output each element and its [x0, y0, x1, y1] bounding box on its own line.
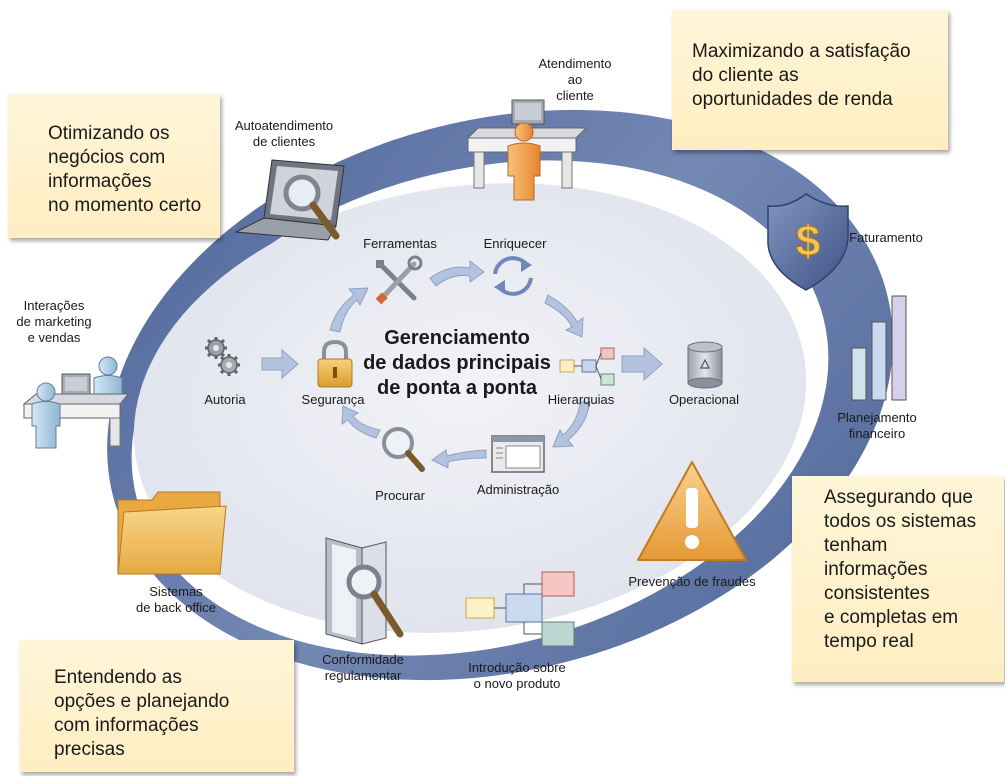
label-administracao: Administração — [476, 482, 560, 497]
label-introducao: Introdução sobre o novo produto — [468, 660, 566, 691]
shield-dollar-icon: $ — [767, 193, 849, 291]
folder-icon — [117, 491, 227, 575]
tools-icon — [375, 255, 423, 305]
label-atendimento: Atendimento ao cliente — [538, 56, 612, 103]
binder-icon — [325, 537, 404, 645]
refresh-icon — [493, 256, 533, 296]
note-bottom-right: Assegurando que todos os sistemas tenham… — [792, 476, 1004, 682]
center-title: Gerenciamento de dados principais de pon… — [363, 327, 551, 399]
label-interacoes: Interações de marketing e vendas — [16, 298, 92, 345]
database-icon — [687, 341, 723, 389]
note-bottom-left: Entendendo as opções e planejando com in… — [20, 640, 294, 772]
magnifier-icon — [382, 427, 425, 472]
sales-interaction-icon — [22, 356, 130, 449]
label-autoria: Autoria — [204, 392, 246, 407]
label-hierarquias: Hierarquias — [547, 392, 615, 407]
label-ferramentas: Ferramentas — [363, 236, 437, 251]
label-autoatendimento: Autoatendimento de clientes — [234, 118, 334, 149]
label-conformidade: Conformidade regulamentar — [322, 652, 404, 683]
hierarchy-icon — [559, 347, 615, 386]
laptop-icon — [234, 159, 345, 241]
label-fraudes: Prevenção de fraudes — [628, 574, 756, 589]
customer-service-icon — [466, 99, 588, 201]
label-planejamento: Planejamento financeiro — [837, 410, 917, 441]
window-icon — [491, 435, 545, 473]
person-icon — [507, 122, 541, 201]
lock-icon — [317, 339, 353, 388]
label-enriquecer: Enriquecer — [483, 236, 547, 251]
label-sistemas: Sistemas de back office — [136, 584, 216, 615]
gears-icon — [205, 337, 240, 376]
cycle-arrows — [261, 259, 663, 469]
product-diagram-icon — [465, 571, 575, 647]
label-procurar: Procurar — [375, 488, 425, 503]
bar-chart-icon — [851, 295, 907, 401]
note-top-left: Otimizando os negócios com informações n… — [8, 94, 220, 238]
inner-ellipse — [133, 183, 807, 633]
label-operacional: Operacional — [668, 392, 740, 407]
label-seguranca: Segurança — [301, 392, 365, 407]
label-faturamento: Faturamento — [849, 230, 923, 245]
note-top-right: Maximizando a satisfação do cliente as o… — [672, 10, 948, 150]
warning-icon — [637, 461, 747, 561]
svg-text:$: $ — [796, 217, 820, 266]
